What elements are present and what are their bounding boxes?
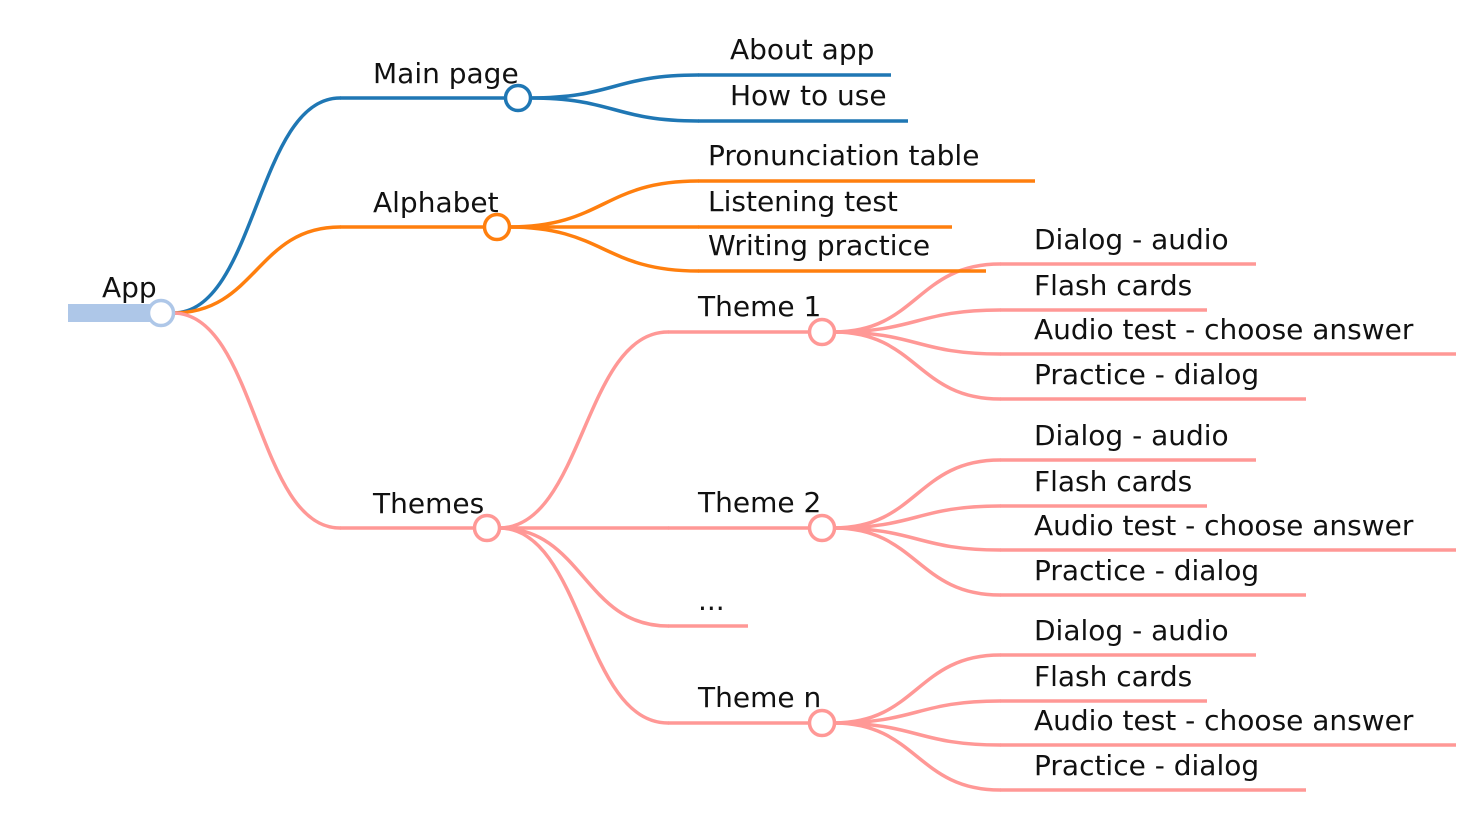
l1-alphabet-listening-test-label: Listening test xyxy=(708,185,898,218)
l1-themes-label: Themes xyxy=(372,487,484,520)
l1-main-page-connector xyxy=(171,96,342,315)
l1-themes-theme-1-flash-cards-connector xyxy=(832,308,1002,334)
l1-themes-theme-n-label: Theme n xyxy=(697,681,821,714)
l1-themes-theme-n-practice-dialog-label: Practice - dialog xyxy=(1034,749,1259,782)
l1-themes-theme-n-audio-test-choose-answer-label: Audio test - choose answer xyxy=(1034,704,1414,737)
l1-main-page-label: Main page xyxy=(373,57,519,90)
l1-alphabet-node-circle xyxy=(482,212,512,242)
l1-themes-theme-n-node-circle xyxy=(807,708,837,738)
l1-themes-theme-1-dialog-audio-label: Dialog - audio xyxy=(1034,223,1229,256)
l1-themes-node-circle xyxy=(472,513,502,543)
l1-themes-theme-n-dialog-audio-connector xyxy=(832,653,1002,725)
l1-themes-ellipsis-label: ... xyxy=(698,584,725,617)
l1-main-page-how-to-use-connector xyxy=(528,96,700,123)
l1-themes-theme-n-practice-dialog-connector xyxy=(832,721,1002,792)
l1-themes-theme-n-connector xyxy=(497,526,670,725)
l1-themes-theme-2-node-circle xyxy=(807,513,837,543)
l1-alphabet-writing-practice-connector xyxy=(507,225,700,273)
l1-themes-theme-2-flash-cards-connector xyxy=(832,504,1002,530)
root-app-node-circle xyxy=(146,298,176,328)
l1-themes-ellipsis-connector xyxy=(497,526,670,628)
l1-main-page-how-to-use-label: How to use xyxy=(730,79,887,112)
l1-themes-theme-2-audio-test-choose-answer-label: Audio test - choose answer xyxy=(1034,509,1414,542)
l1-themes-theme-1-practice-dialog-label: Practice - dialog xyxy=(1034,358,1259,391)
l1-main-page-about-app-label: About app xyxy=(730,33,874,66)
underline-layer xyxy=(68,73,1456,792)
l1-main-page-node-circle xyxy=(503,83,533,113)
l1-themes-theme-2-flash-cards-label: Flash cards xyxy=(1034,465,1192,498)
l1-alphabet-pronunciation-table-connector xyxy=(507,179,700,229)
l1-themes-theme-1-dialog-audio-connector xyxy=(832,262,1002,334)
l1-alphabet-connector xyxy=(171,225,342,315)
l1-themes-theme-n-dialog-audio-label: Dialog - audio xyxy=(1034,614,1229,647)
l1-themes-theme-1-practice-dialog-connector xyxy=(832,330,1002,401)
root-app-label: App xyxy=(102,271,157,304)
l1-themes-theme-2-dialog-audio-label: Dialog - audio xyxy=(1034,419,1229,452)
links-layer xyxy=(171,73,1002,792)
circle-layer xyxy=(146,83,837,738)
l1-themes-connector xyxy=(171,311,342,530)
l1-themes-theme-n-flash-cards-label: Flash cards xyxy=(1034,660,1192,693)
l1-main-page-about-app-connector xyxy=(528,73,700,100)
l1-themes-theme-2-practice-dialog-connector xyxy=(832,526,1002,597)
l1-themes-theme-1-connector xyxy=(497,330,670,530)
l1-themes-theme-2-dialog-audio-connector xyxy=(832,458,1002,530)
l1-alphabet-writing-practice-label: Writing practice xyxy=(708,229,930,262)
l1-themes-theme-2-practice-dialog-label: Practice - dialog xyxy=(1034,554,1259,587)
l1-alphabet-pronunciation-table-label: Pronunciation table xyxy=(708,139,979,172)
l1-themes-theme-1-flash-cards-label: Flash cards xyxy=(1034,269,1192,302)
l1-themes-theme-2-label: Theme 2 xyxy=(697,486,821,519)
l1-alphabet-label: Alphabet xyxy=(373,186,499,219)
l1-themes-theme-1-label: Theme 1 xyxy=(697,290,821,323)
l1-themes-theme-1-audio-test-choose-answer-label: Audio test - choose answer xyxy=(1034,313,1414,346)
l1-themes-theme-n-flash-cards-connector xyxy=(832,699,1002,725)
l1-themes-theme-1-node-circle xyxy=(807,317,837,347)
